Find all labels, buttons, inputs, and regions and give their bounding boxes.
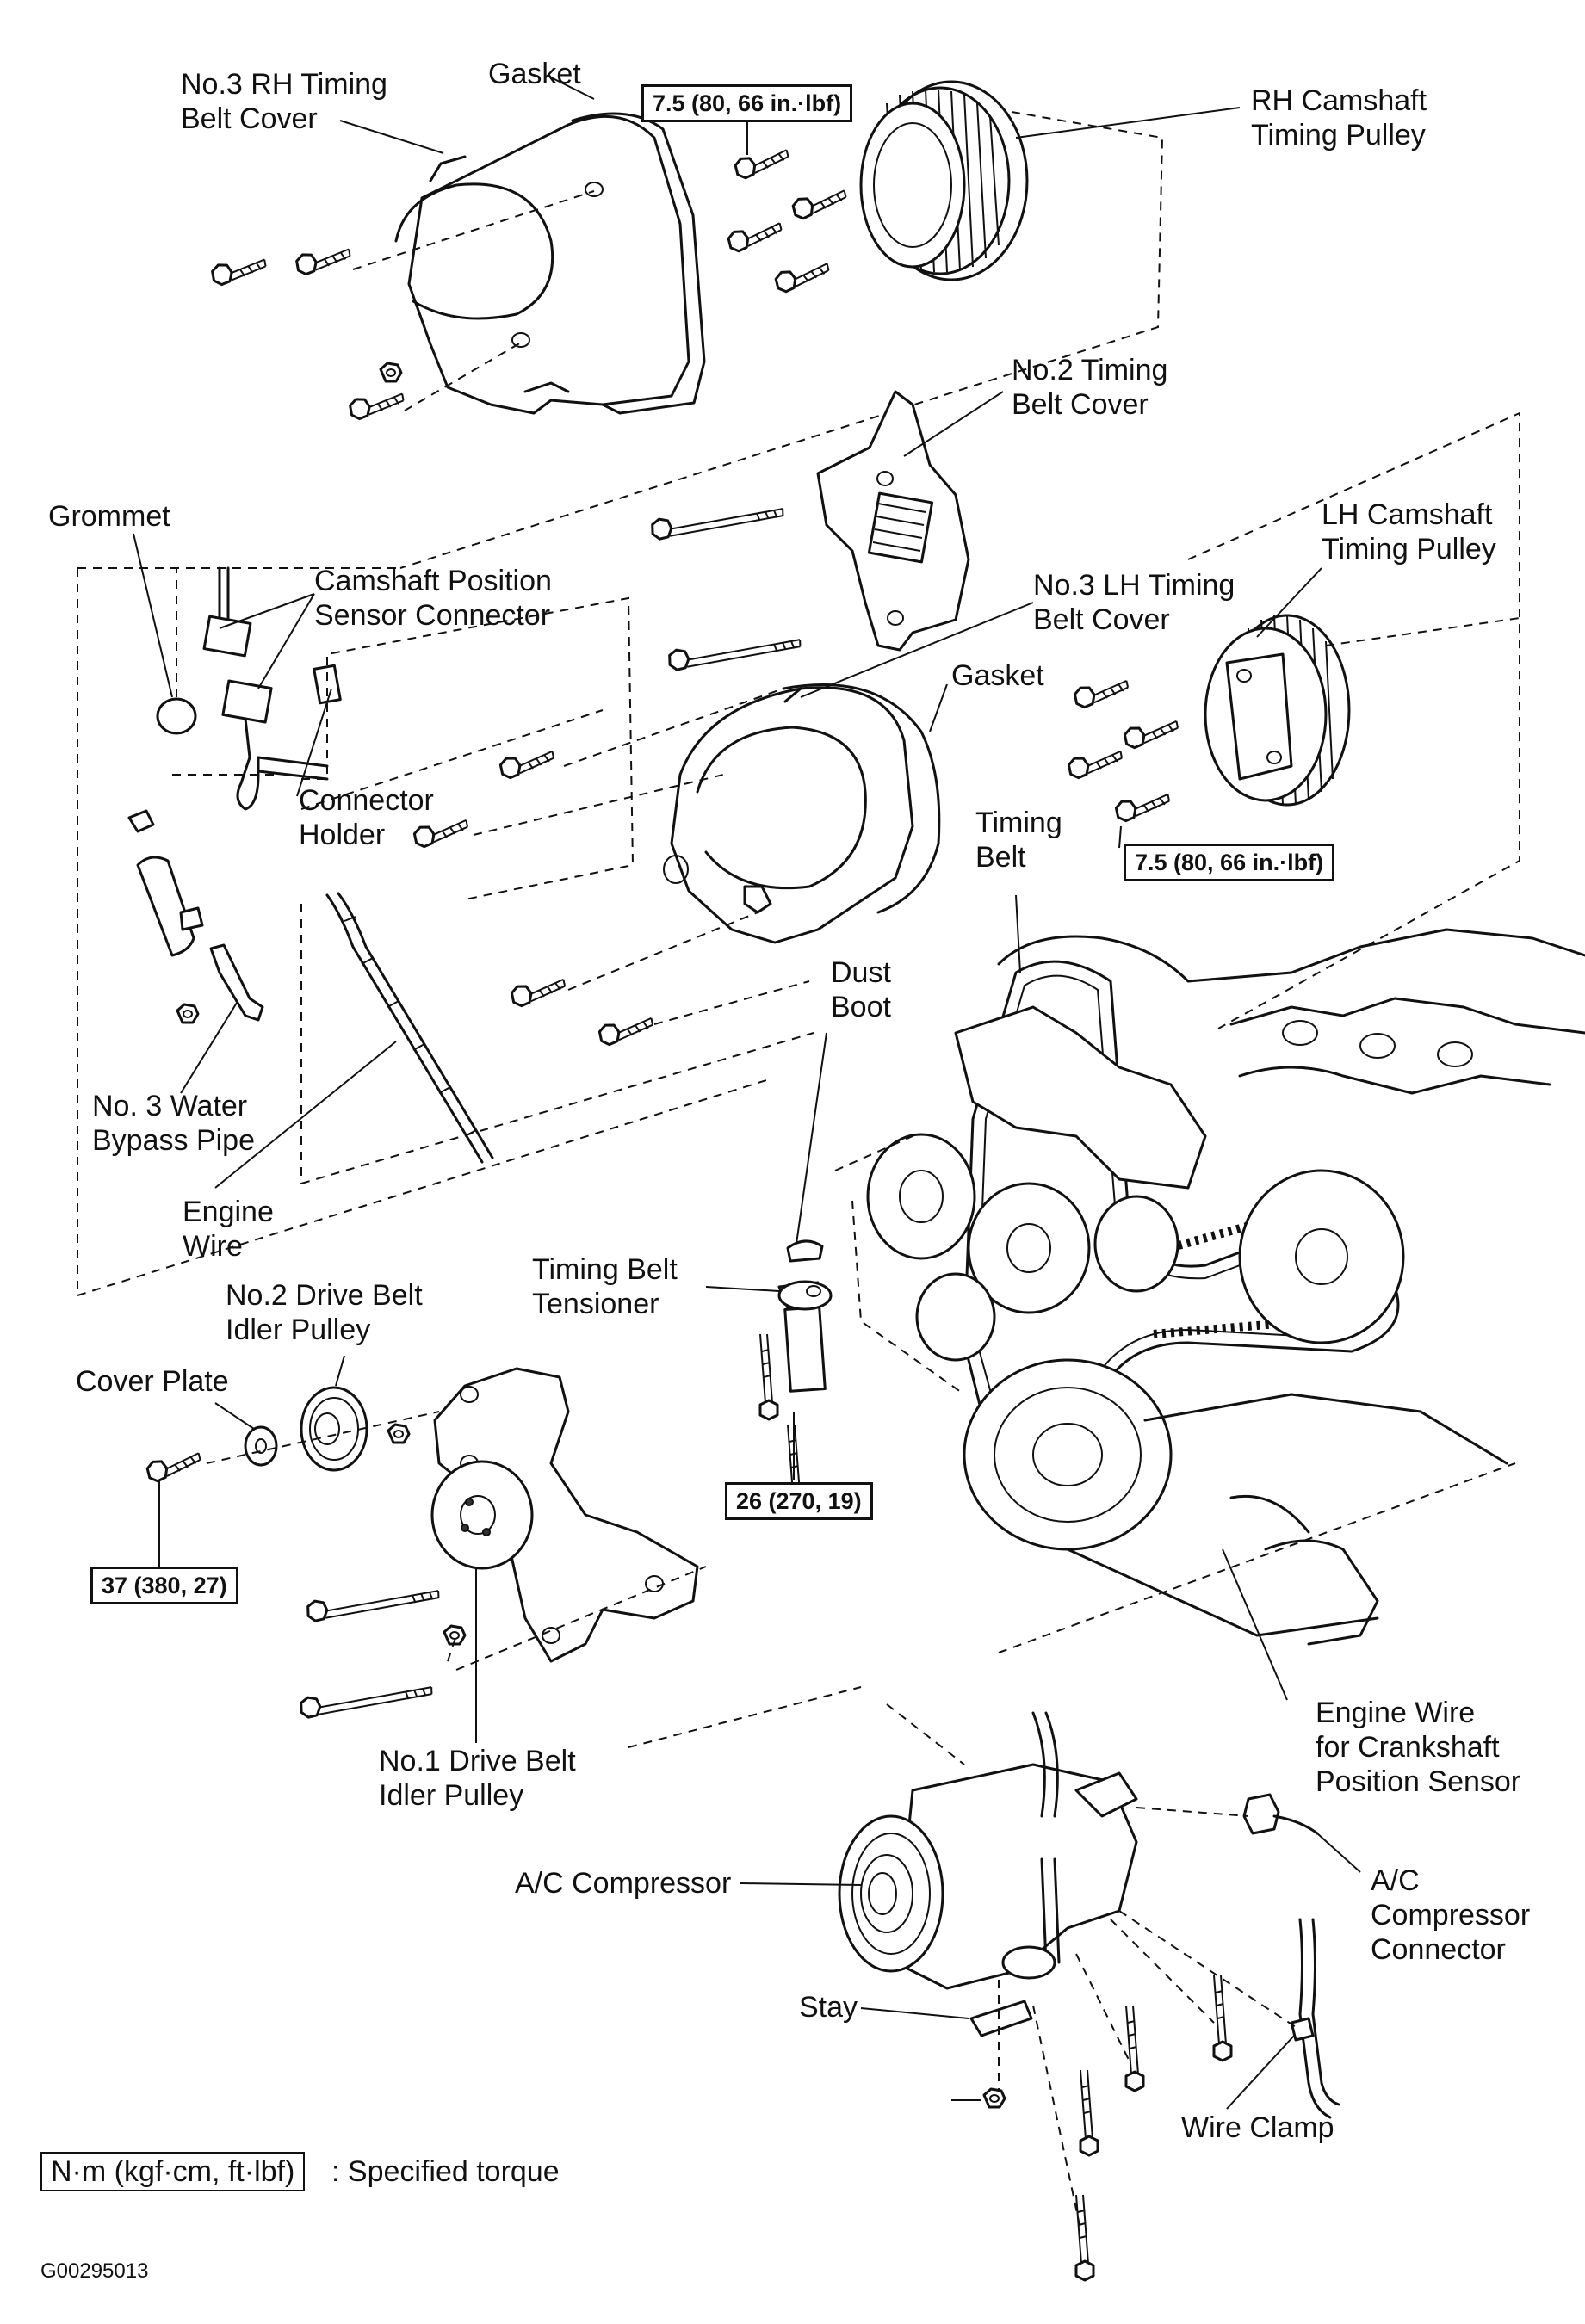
- label-no3-rh-timing-belt-cover: No.3 RH Timing Belt Cover: [181, 68, 387, 135]
- label-dust-boot: Dust Boot: [831, 956, 891, 1023]
- legend-text: : Specified torque: [331, 2155, 560, 2188]
- label-no3-water-bypass-pipe: No. 3 Water Bypass Pipe: [92, 1090, 255, 1157]
- timing-belt-tensioner: [777, 1280, 833, 1393]
- label-rh-camshaft-timing-pulley: RH Camshaft Timing Pulley: [1251, 84, 1427, 151]
- engine-block: [866, 928, 1585, 1646]
- label-no2-drive-belt-idler-pulley: No.2 Drive Belt Idler Pulley: [226, 1279, 423, 1346]
- label-camshaft-position-sensor-connector: Camshaft Position Sensor Connector: [314, 565, 552, 632]
- torque-idler: 37 (380, 27): [90, 1567, 238, 1604]
- torque-lh-pulley: 7.5 (80, 66 in.·lbf): [1124, 844, 1335, 881]
- no2-timing-belt-cover: [816, 390, 970, 652]
- torque-rh-pulley: 7.5 (80, 66 in.·lbf): [641, 84, 853, 122]
- label-cover-plate: Cover Plate: [76, 1365, 229, 1398]
- label-lh-camshaft-timing-pulley: LH Camshaft Timing Pulley: [1322, 498, 1496, 566]
- no3-lh-timing-belt-cover: [663, 686, 914, 944]
- stay-part: [969, 2000, 1033, 2037]
- label-grommet: Grommet: [48, 500, 170, 533]
- leader-lines: [133, 77, 1361, 2110]
- connector-holder: [313, 664, 342, 705]
- engine-wire: [325, 892, 494, 1164]
- cover-plate: [244, 1425, 278, 1467]
- grommet: [156, 697, 197, 735]
- figure-code: G00295013: [40, 2259, 149, 2283]
- dust-boot-part: [786, 1239, 824, 1263]
- no3-water-bypass-pipe: [127, 809, 264, 1024]
- label-stay: Stay: [799, 1991, 858, 2024]
- label-timing-belt-tensioner: Timing Belt Tensioner: [532, 1253, 678, 1320]
- label-gasket-mid: Gasket: [951, 659, 1044, 692]
- label-wire-clamp: Wire Clamp: [1181, 2111, 1334, 2144]
- label-ac-compressor: A/C Compressor: [515, 1867, 732, 1900]
- label-no2-timing-belt-cover: No.2 Timing Belt Cover: [1012, 354, 1168, 421]
- label-no1-drive-belt-idler-pulley: No.1 Drive Belt Idler Pulley: [379, 1745, 576, 1812]
- label-no3-lh-timing-belt-cover: No.3 LH Timing Belt Cover: [1033, 569, 1235, 636]
- label-engine-wire-crankshaft-sensor: Engine Wire for Crankshaft Position Sens…: [1316, 1697, 1521, 1798]
- ac-compressor-connector: [1242, 1793, 1319, 1835]
- camshaft-position-sensor-connector: [202, 566, 329, 811]
- no2-drive-belt-idler-pulley: [300, 1386, 368, 1472]
- label-gasket-top: Gasket: [488, 58, 581, 90]
- no1-drive-belt-idler-pulley: [430, 1460, 534, 1570]
- gasket-lh: [782, 683, 941, 914]
- label-engine-wire: Engine Wire: [183, 1196, 274, 1263]
- label-timing-belt: Timing Belt: [975, 807, 1062, 874]
- rh-camshaft-timing-pulley: [859, 80, 1029, 281]
- wire-with-clamp: [1290, 1918, 1340, 2119]
- torque-tensioner: 26 (270, 19): [725, 1482, 873, 1520]
- no3-rh-timing-belt-cover: [394, 114, 690, 415]
- lh-camshaft-timing-pulley: [1204, 614, 1351, 807]
- ac-compressor: [838, 1711, 1138, 1990]
- legend-torque-unit-box: N·m (kgf·cm, ft·lbf): [40, 2152, 306, 2191]
- label-ac-compressor-connector: A/C Compressor Connector: [1371, 1864, 1531, 1966]
- label-connector-holder: Connector Holder: [299, 784, 434, 851]
